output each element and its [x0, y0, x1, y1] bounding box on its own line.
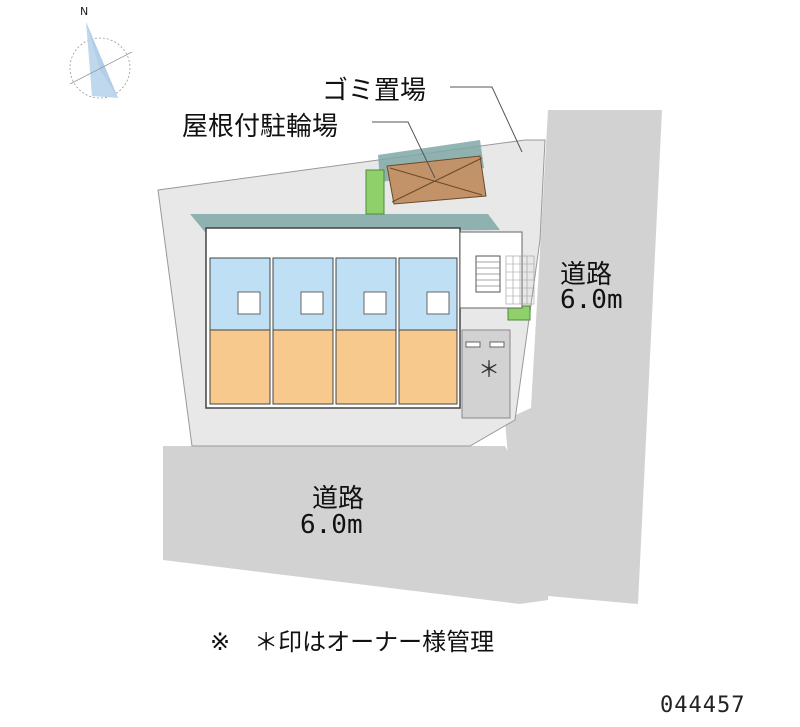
- planting-north: [365, 169, 385, 215]
- bicycle-leader: [372, 121, 436, 179]
- road-south-merge: [505, 400, 548, 604]
- compass-rose-icon: [69, 22, 133, 99]
- bicycle-parking-label: 屋根付駐輪場: [182, 112, 339, 142]
- road-east-width: 6.0m: [560, 285, 623, 315]
- garbage-leader: [450, 86, 523, 153]
- north-label: N: [80, 5, 89, 18]
- road-south-name: 道路: [312, 484, 365, 514]
- road-south-width: 6.0m: [300, 510, 363, 540]
- unit-3: [335, 257, 397, 405]
- unit-4: [398, 257, 458, 405]
- road-east-name: 道路: [560, 260, 613, 290]
- unit-2: [272, 257, 334, 405]
- garbage-area-label: ゴミ置場: [322, 76, 427, 106]
- road-south: [163, 446, 520, 604]
- tiles: [505, 255, 535, 305]
- property-code: 044457: [660, 693, 746, 718]
- footer-note: ※ ＊印はオーナー様管理: [210, 628, 495, 656]
- owner-managed-mark: ＊: [478, 358, 501, 383]
- road-east: [520, 110, 662, 604]
- unit-1: [209, 257, 271, 405]
